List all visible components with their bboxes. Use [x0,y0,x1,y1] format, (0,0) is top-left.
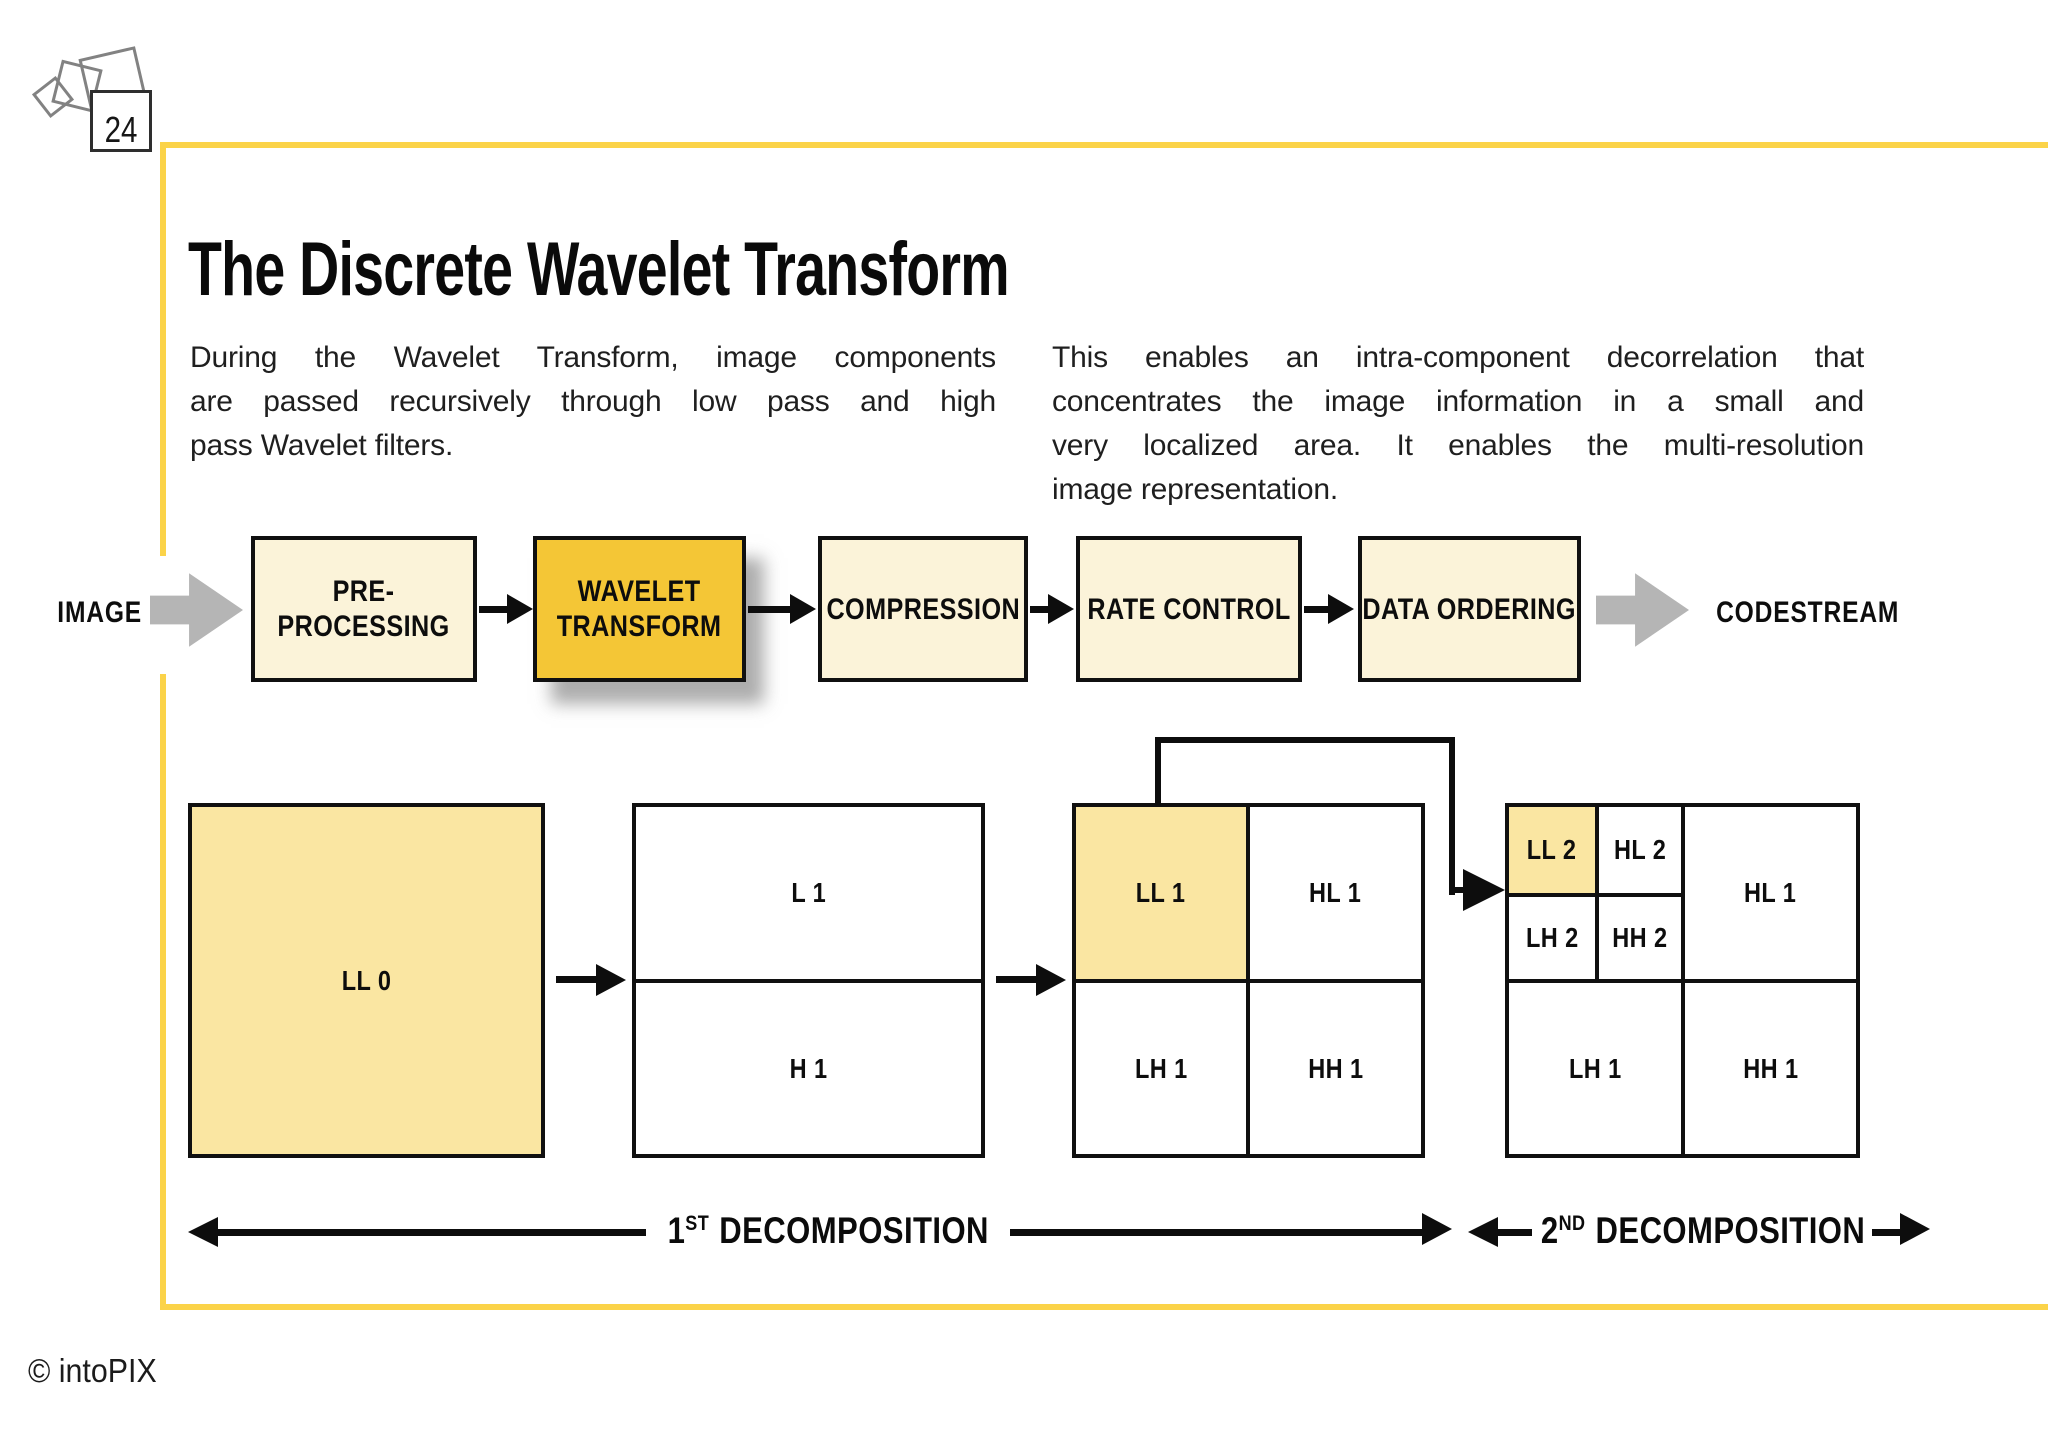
panel-arrow-icon [1036,964,1066,996]
panel-first-decomposition: LL 1 HL 1 LH 1 HH 1 [1072,803,1425,1158]
paragraph-line: pass Wavelet filters. [190,429,454,462]
flow-arrow-icon [1048,594,1074,624]
span-arrow-line [1010,1229,1424,1236]
panel-arrow-icon [596,964,626,996]
connector-line [1155,737,1161,805]
span-arrow-line [214,1229,646,1236]
span-arrow-left-icon [188,1217,218,1247]
subband-cell-hl1: HL 1 [1685,807,1856,979]
slide-title: The Discrete Wavelet Transform [188,227,1010,312]
stage-label: COMPRESSION [826,592,1020,626]
stage-label: DATA ORDERING [1362,592,1577,626]
connector-line [1449,887,1469,893]
subband-cell-hh2: HH 2 [1599,897,1681,979]
first-decomposition-label: 1ST DECOMPOSITION [646,1206,1010,1256]
flow-arrow-icon [507,594,533,624]
connector-arrow-icon [1463,869,1505,911]
subband-cell-lh1: LH 1 [1509,983,1681,1154]
second-decomposition-label: 2ND DECOMPOSITION [1538,1206,1868,1256]
span-arrow-left-icon [1468,1217,1498,1247]
subband-label: LH 2 [1525,922,1579,953]
decomposition-word: DECOMPOSITION [1595,1210,1866,1251]
flow-arrow-line [1304,606,1330,613]
decomposition-number: 2 [1540,1210,1559,1251]
decomposition-ordinal: ND [1558,1211,1586,1235]
subband-cell-lh1: LH 1 [1076,983,1246,1154]
span-arrow-right-icon [1422,1213,1452,1245]
subband-label: HL 2 [1613,834,1667,865]
decomposition-ordinal: ST [685,1211,709,1235]
subband-cell-h1: H 1 [636,983,981,1154]
subband-cell-hh1: HH 1 [1250,983,1421,1154]
subband-cell-hl1: HL 1 [1250,807,1421,979]
paragraph-line: This enables an intra-component decorrel… [1052,341,1864,374]
subband-label: HH 1 [1307,1052,1364,1084]
panel-arrow-line [556,976,598,983]
slide-frame-border [160,142,2048,1310]
flow-arrow-line [1030,606,1050,613]
stage-compression: COMPRESSION [818,536,1028,682]
pipeline-output-label: CODESTREAM [1716,596,1900,629]
subband-cell-lh2: LH 2 [1509,897,1595,979]
flow-arrow-icon [1328,594,1354,624]
stage-label: PROCESSING [277,610,451,643]
subband-label: HL 1 [1744,877,1797,908]
subband-label: LH 1 [1134,1052,1188,1084]
panel-ll0: LL 0 [188,803,545,1158]
subband-cell-ll2: LL 2 [1509,807,1595,893]
stage-pre-processing: PRE- PROCESSING [251,536,477,682]
subband-cell-hh1: HH 1 [1685,983,1856,1154]
subband-label: HL 1 [1309,877,1362,908]
subband-label: LL 2 [1527,834,1577,865]
panel-second-decomposition: LL 2 HL 2 LH 2 HH 2 HL 1 LH 1 HH 1 [1505,803,1860,1158]
page-number: 24 [104,109,138,150]
stage-label: WAVELET [578,575,701,608]
subband-label: LL 0 [341,964,392,996]
page-number-box: 24 [90,90,152,152]
subband-label: HH 1 [1742,1052,1799,1084]
paragraph-line: are passed recursively through low pass … [190,385,996,418]
panel-arrow-line [996,976,1038,983]
subband-cell-ll1: LL 1 [1076,807,1246,979]
subband-label: LH 1 [1568,1052,1622,1084]
subband-cell-hl2: HL 2 [1599,807,1681,893]
intro-paragraph-left: During the Wavelet Transform, image comp… [190,336,996,468]
subband-cell-l1: L 1 [636,807,981,979]
stage-label: TRANSFORM [557,610,722,643]
flow-arrow-line [748,606,792,613]
copyright-footer: © intoPIX [28,1352,157,1389]
subband-label: H 1 [789,1052,828,1084]
paragraph-line: concentrates the image information in a … [1052,385,1864,418]
stage-label: PRE- [333,575,395,608]
span-arrow-line [1872,1229,1902,1236]
subband-label: L 1 [791,877,826,908]
subband-label: LL 1 [1136,877,1186,908]
stage-data-ordering: DATA ORDERING [1358,536,1581,682]
span-arrow-right-icon [1900,1213,1930,1245]
stage-rate-control: RATE CONTROL [1076,536,1302,682]
panel-l1-h1: L 1 H 1 [632,803,985,1158]
paragraph-line: image representation. [1052,473,1338,506]
flow-arrow-line [479,606,509,613]
flow-arrow-icon [790,594,816,624]
connector-line [1155,737,1455,743]
span-arrow-line [1496,1229,1532,1236]
decomposition-word: DECOMPOSITION [718,1210,989,1251]
stage-label: RATE CONTROL [1087,592,1291,626]
connector-line [1449,737,1455,895]
subband-label: HH 2 [1612,922,1668,953]
decomposition-number: 1 [667,1210,686,1251]
paragraph-line: very localized area. It enables the mult… [1052,429,1864,462]
intro-paragraph-right: This enables an intra-component decorrel… [1052,336,1864,512]
paragraph-line: During the Wavelet Transform, image comp… [190,341,996,374]
stage-wavelet-transform: WAVELET TRANSFORM [533,536,746,682]
pipeline-input-label: IMAGE [57,596,143,629]
